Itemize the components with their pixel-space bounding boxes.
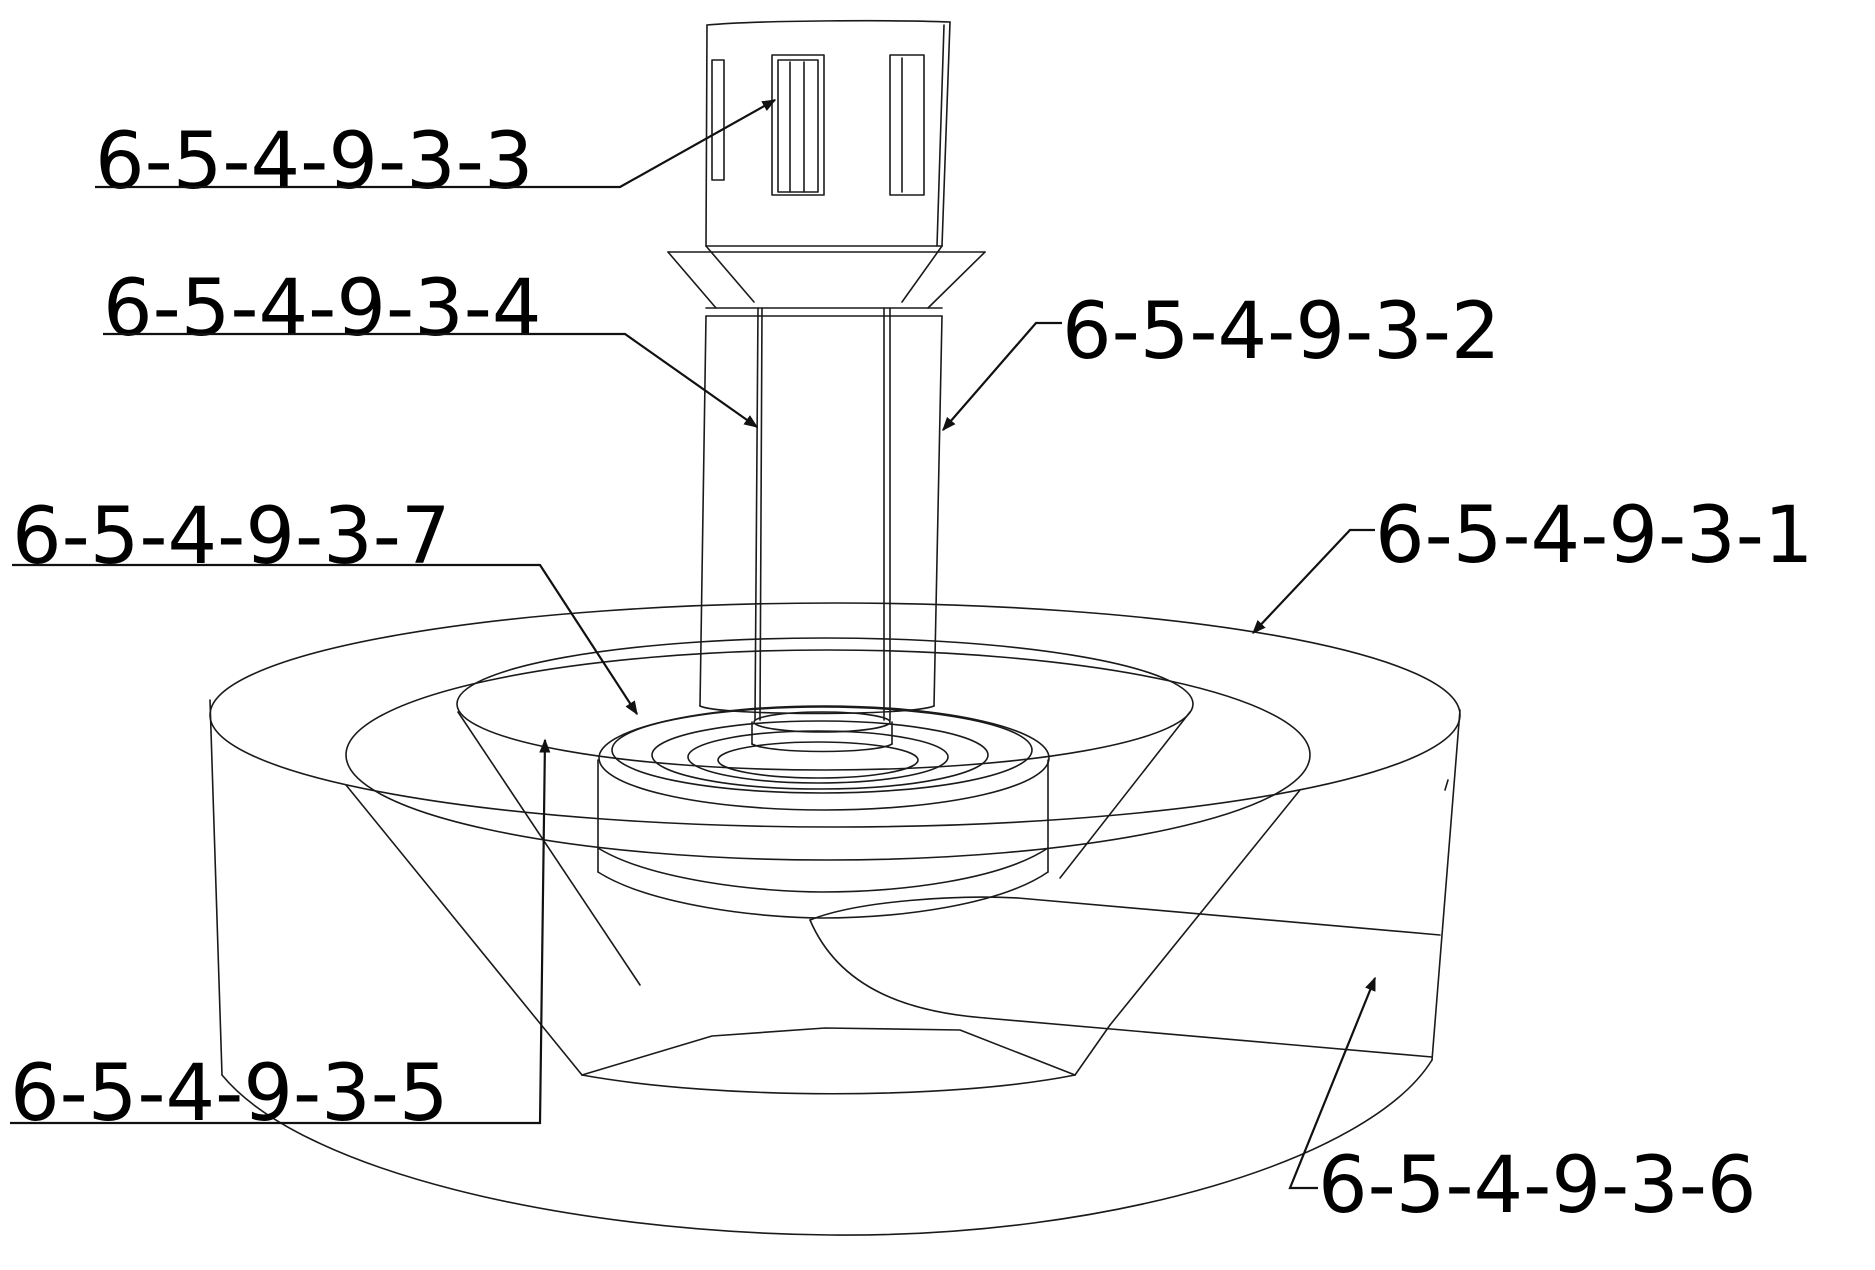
label-6-5-4-9-3-1: 6-5-4-9-3-1 <box>1375 491 1813 581</box>
side-channel <box>809 896 1441 1058</box>
conical-recess <box>345 637 1311 1095</box>
callout-6-5-4-9-3-2: 6-5-4-9-3-2 <box>942 287 1500 432</box>
label-6-5-4-9-3-5: 6-5-4-9-3-5 <box>10 1049 448 1139</box>
sleeve <box>699 315 943 715</box>
label-6-5-4-9-3-2: 6-5-4-9-3-2 <box>1062 287 1500 377</box>
bearing <box>597 705 1050 919</box>
flange <box>667 245 986 317</box>
label-6-5-4-9-3-6: 6-5-4-9-3-6 <box>1318 1141 1756 1231</box>
callout-6-5-4-9-3-1: 6-5-4-9-3-1 <box>1252 491 1813 635</box>
shaft <box>751 307 893 753</box>
callout-6-5-4-9-3-4: 6-5-4-9-3-4 <box>103 264 759 428</box>
callout-6-5-4-9-3-6: 6-5-4-9-3-6 <box>1288 976 1756 1231</box>
slotted-cap <box>705 19 951 247</box>
callout-6-5-4-9-3-7: 6-5-4-9-3-7 <box>12 492 638 716</box>
label-6-5-4-9-3-7: 6-5-4-9-3-7 <box>12 492 450 582</box>
base-cylinder <box>209 602 1461 1236</box>
label-6-5-4-9-3-3: 6-5-4-9-3-3 <box>95 117 533 207</box>
label-6-5-4-9-3-4: 6-5-4-9-3-4 <box>103 264 541 354</box>
callout-6-5-4-9-3-3: 6-5-4-9-3-3 <box>95 99 777 207</box>
callout-6-5-4-9-3-5: 6-5-4-9-3-5 <box>10 738 551 1139</box>
